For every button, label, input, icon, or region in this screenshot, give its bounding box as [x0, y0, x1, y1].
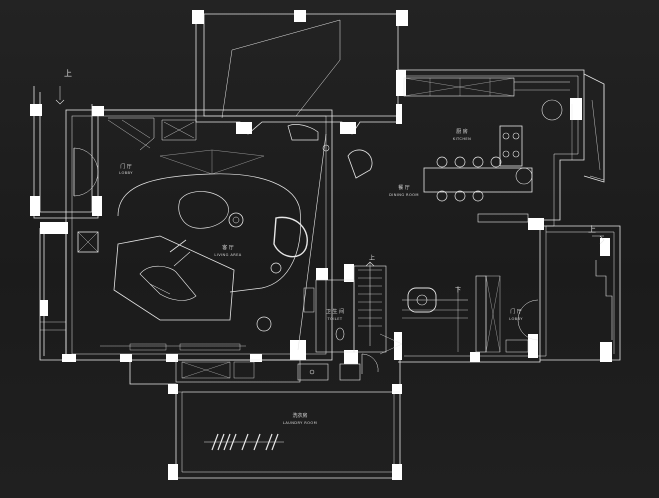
top-bay-lines: [107, 19, 341, 151]
label-toilet-cn: 卫 生 间: [326, 308, 344, 315]
label-kitchen-en: KITCHEN: [453, 137, 471, 141]
label-lobby-left-cn: 门 厅: [120, 163, 132, 170]
wall-columns: [30, 10, 612, 480]
laundry-bay: [175, 359, 400, 451]
exterior-walls: [33, 10, 621, 479]
marker-stair-up: 上: [369, 254, 375, 262]
label-living-en: LIVING AREA: [214, 253, 241, 257]
kitchen-dining: [403, 77, 573, 353]
living-area: [100, 124, 373, 351]
label-lobby-right-cn: 门 厅: [510, 308, 522, 315]
right-entrance: [589, 84, 613, 340]
label-dining-en: DINING ROOM: [389, 193, 419, 197]
left-lobby: [40, 86, 99, 331]
label-toilet-en: TOILET: [327, 317, 343, 321]
label-laundry-cn: 洗衣房: [292, 412, 307, 419]
room-labels: 门 厅 LOBBY 客 厅 LIVING AREA 厨 房 KITCHEN 餐 …: [64, 69, 596, 425]
label-kitchen-cn: 厨 房: [456, 128, 468, 135]
label-laundry-en: LAUNDRY ROOM: [283, 421, 317, 425]
toilet-stairs: [303, 261, 468, 374]
marker-up-right: 上: [588, 225, 596, 234]
label-dining-cn: 餐 厅: [398, 184, 410, 191]
label-lobby-right-en: LOBBY: [509, 317, 523, 321]
marker-up-left: 上: [64, 69, 72, 78]
marker-stair-down: 下: [455, 287, 461, 294]
label-lobby-left-en: LOBBY: [119, 171, 133, 175]
label-living-cn: 客 厅: [222, 244, 234, 251]
